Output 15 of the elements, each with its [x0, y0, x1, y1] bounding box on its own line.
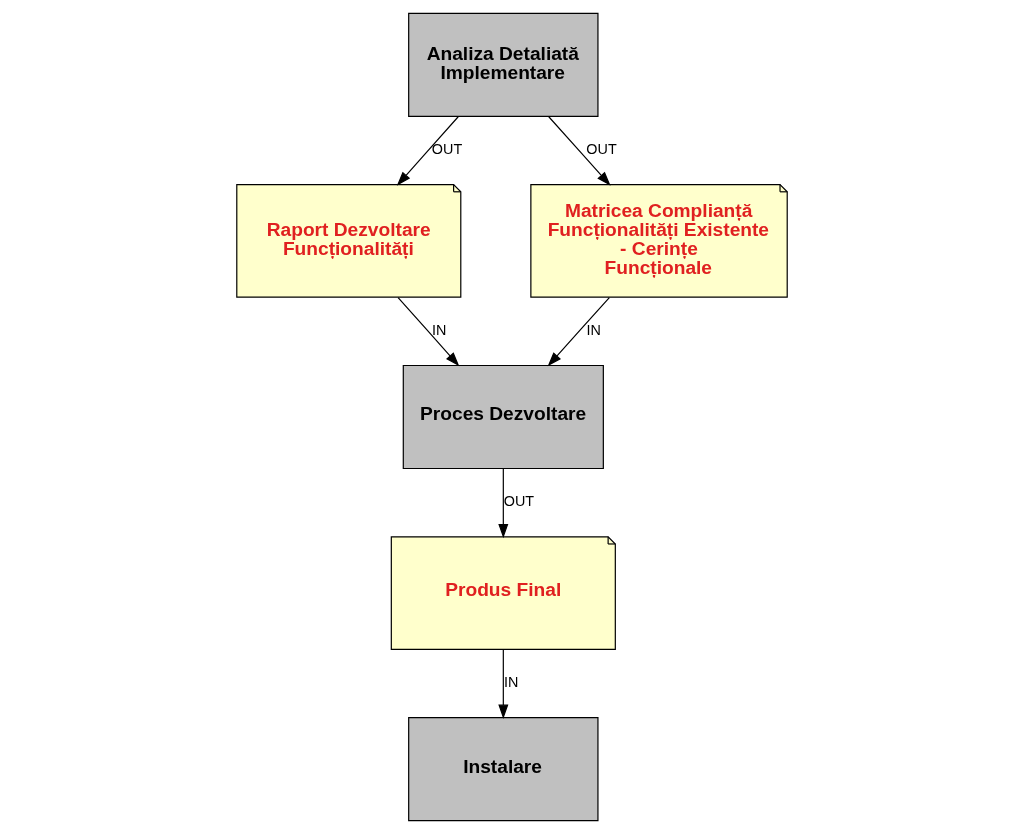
edge-label: OUT: [503, 493, 534, 510]
node-box: Proces Dezvoltare: [402, 364, 604, 470]
arrow: [497, 468, 508, 539]
node-box: Instalare: [407, 717, 599, 822]
edge-label: IN: [503, 674, 518, 691]
arrow: [396, 116, 459, 186]
arrow: [497, 649, 508, 719]
edge-label: OUT: [585, 141, 617, 158]
edge-label: IN: [586, 322, 601, 339]
edge-label: OUT: [431, 141, 462, 158]
node-box: Analiza Detaliată Implementare: [407, 12, 599, 117]
arrow: [397, 296, 459, 367]
arrow: [547, 116, 611, 186]
arrow: [547, 296, 610, 367]
edge-label: IN: [431, 322, 446, 339]
